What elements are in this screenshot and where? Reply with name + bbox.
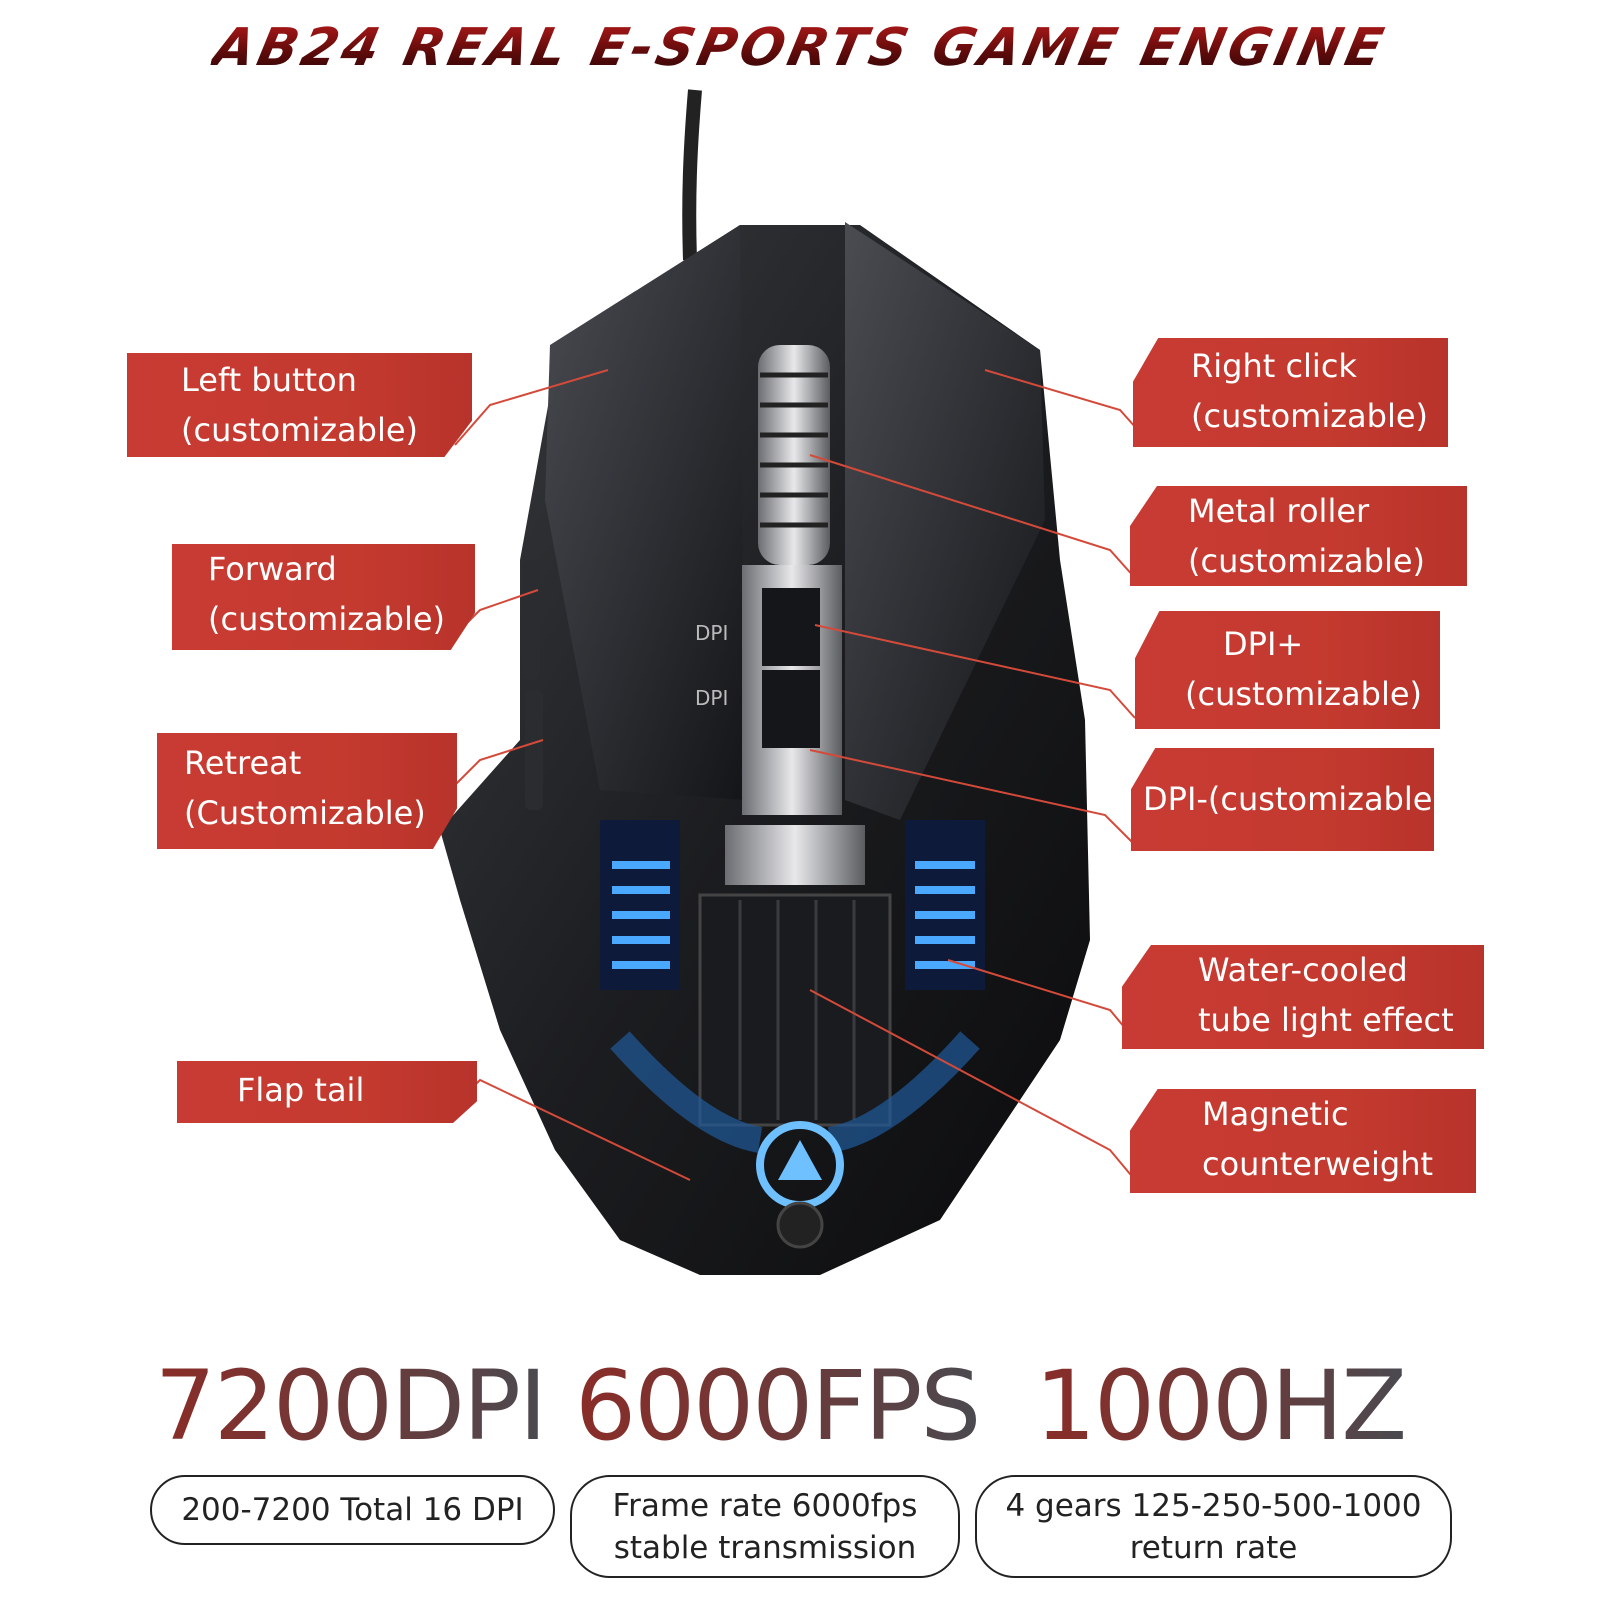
dpi-up-marking: DPI [695, 621, 728, 645]
spec-dpi-desc: 200-7200 Total 16 DPI [150, 1475, 555, 1545]
spec-fps-value: 6000FPS [575, 1350, 981, 1462]
label-retreat: Retreat(Customizable) [157, 733, 457, 849]
water-cooled-tube-left [600, 820, 680, 990]
label-dpi-plus: DPI+(customizable) [1135, 611, 1440, 729]
counterweight-compartment [698, 893, 892, 1127]
right-button-shape [845, 222, 1045, 820]
water-cooled-tube-right [905, 820, 985, 990]
dpi-plus-button-shape [762, 588, 820, 666]
label-right-click: Right click(customizable) [1133, 338, 1448, 447]
left-button-shape [545, 225, 745, 800]
label-flap-tail: Flap tail [177, 1061, 477, 1123]
dpi-minus-button-shape [762, 670, 820, 748]
label-metal-roller: Metal roller(customizable) [1130, 486, 1467, 586]
label-forward: Forward(customizable) [172, 544, 475, 650]
label-dpi-minus: DPI-(customizable) [1131, 748, 1434, 851]
spec-hz-value: 1000HZ [1034, 1350, 1407, 1462]
dpi-down-marking: DPI [695, 686, 728, 710]
retreat-side-button [525, 690, 543, 810]
label-left-button: Left button(customizable) [127, 353, 472, 457]
metal-roller-shape [758, 345, 830, 565]
mouse-cable [682, 89, 702, 261]
center-metal-bar [725, 825, 865, 885]
forward-side-button [522, 560, 540, 680]
spec-dpi-value: 7200DPI [154, 1350, 547, 1462]
